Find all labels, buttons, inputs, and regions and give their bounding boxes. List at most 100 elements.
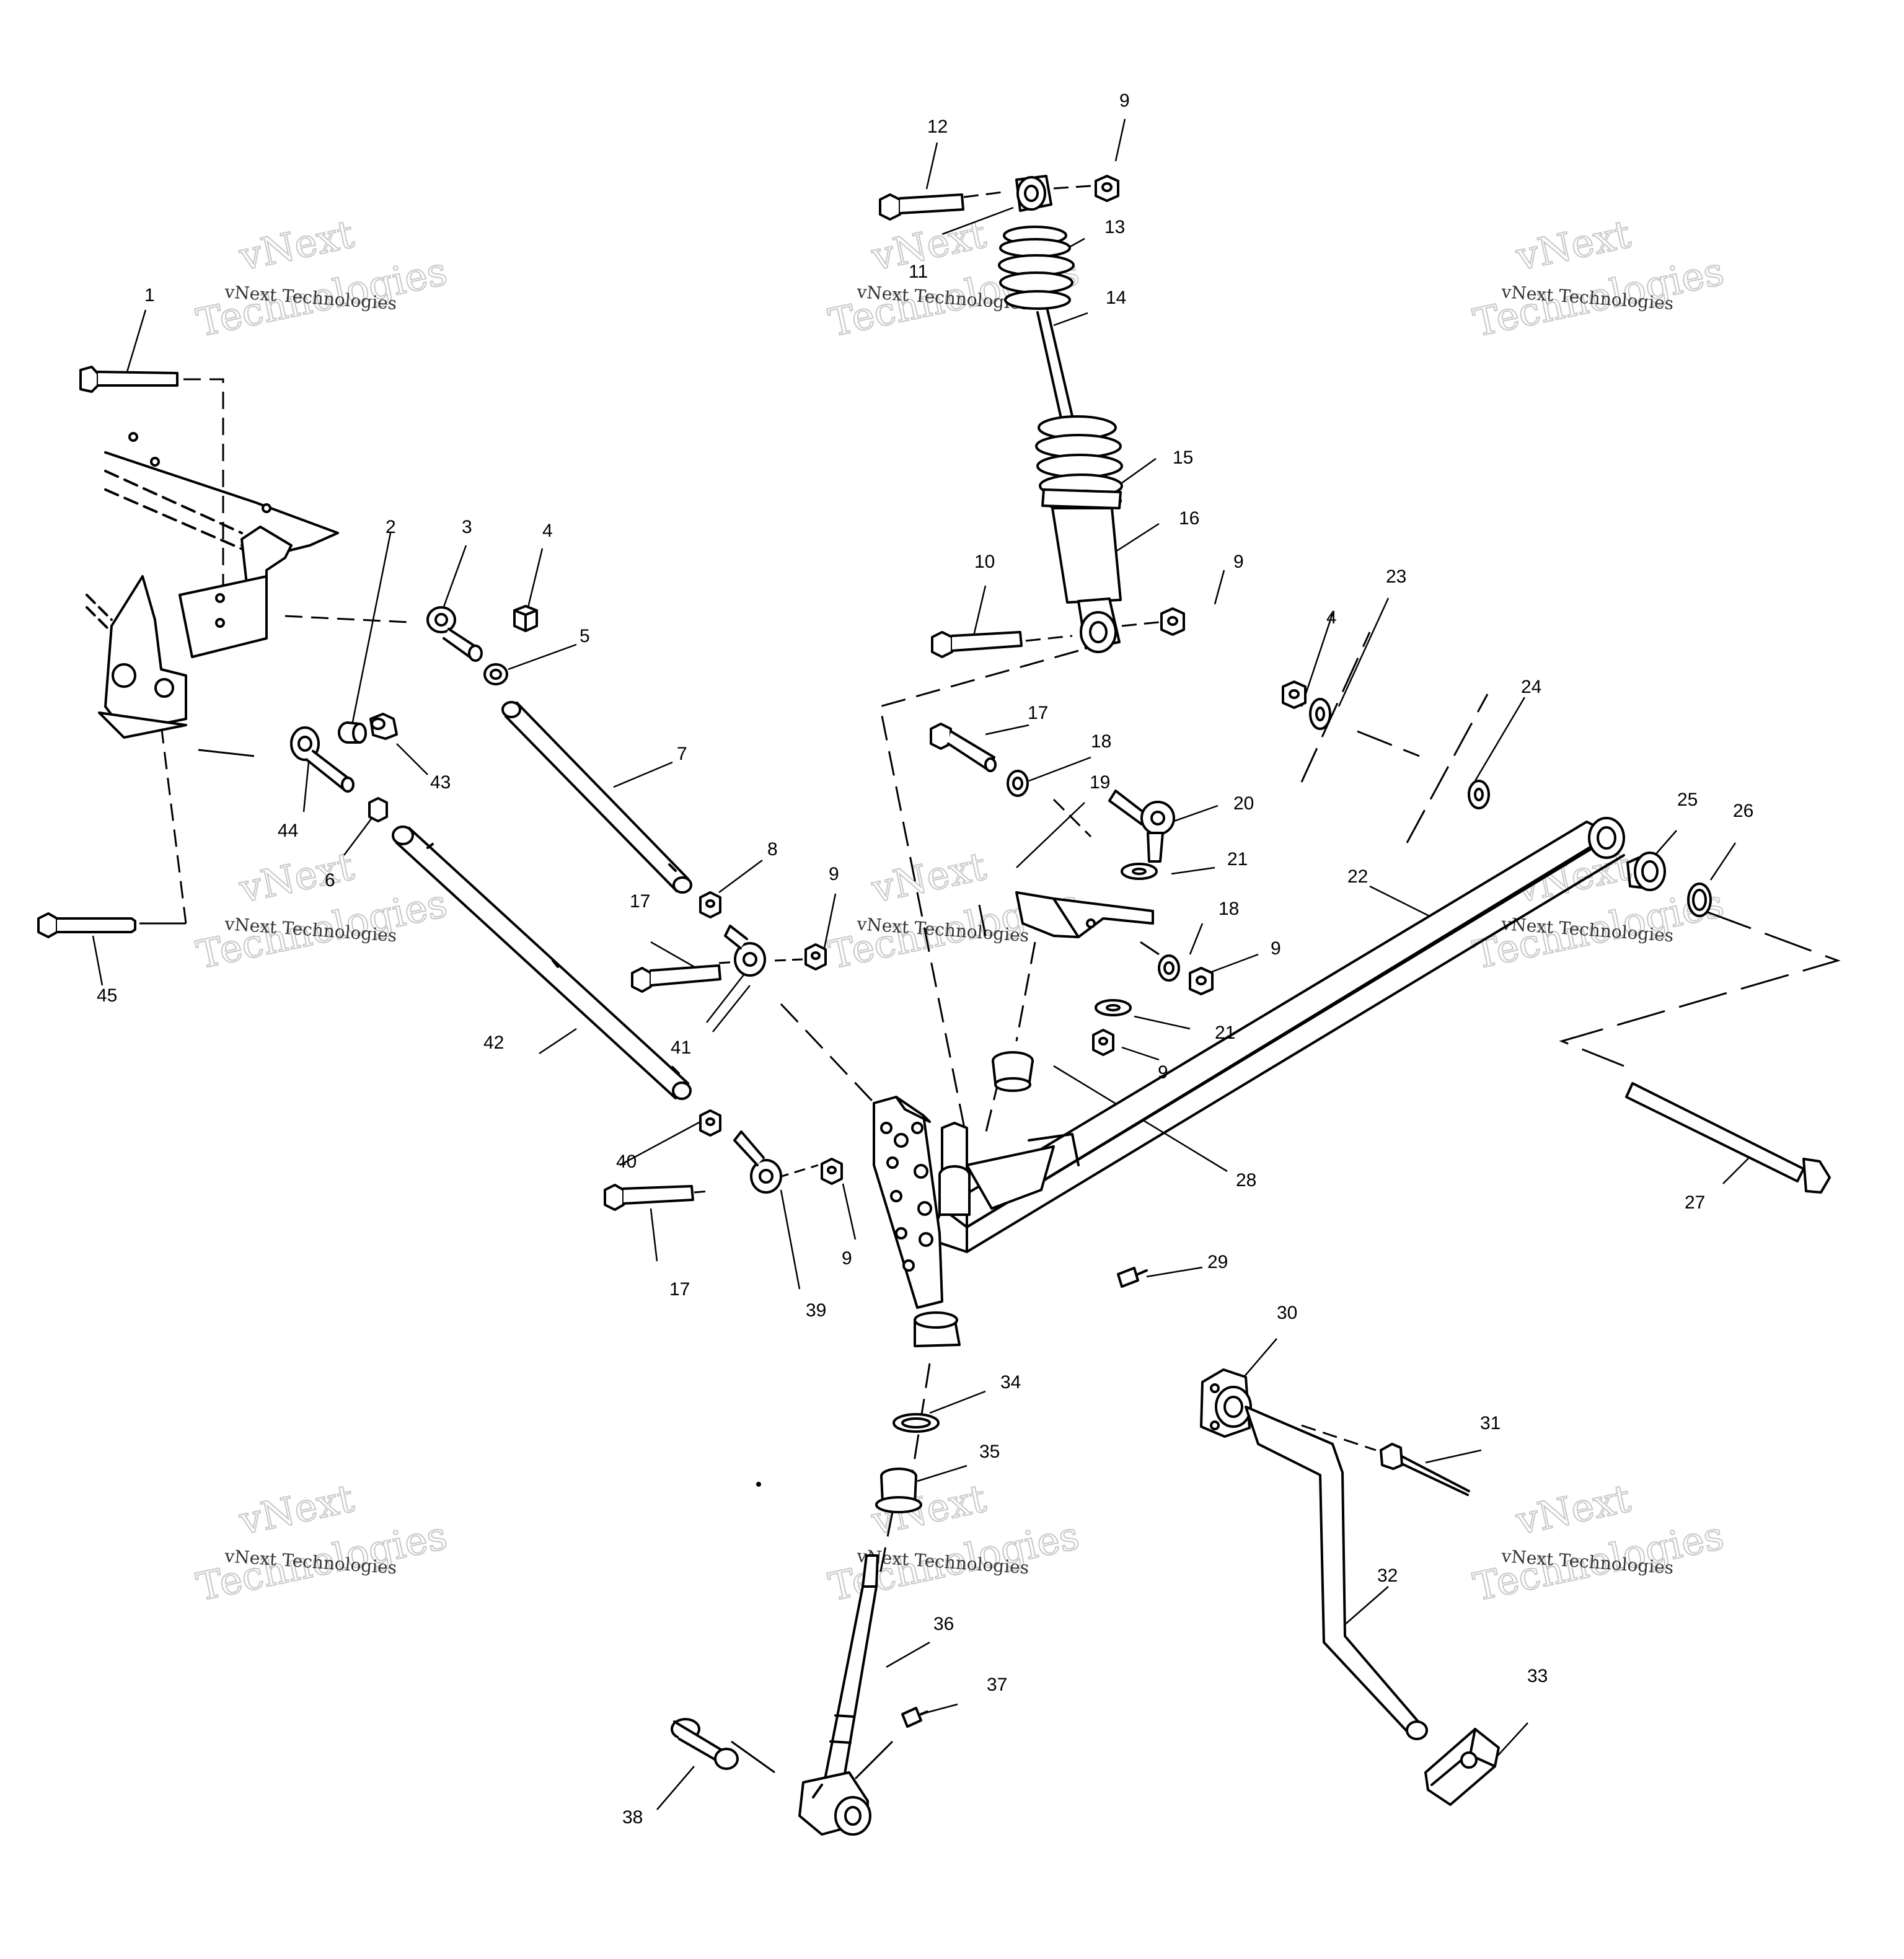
callout-36: 36 (933, 1614, 954, 1634)
watermark-text: vNext (235, 843, 358, 912)
callout-28: 28 (1236, 1170, 1256, 1191)
callout-9-arm: 9 (829, 864, 839, 884)
frame-section-icon (86, 432, 339, 739)
tie-rod-tube-42-icon (392, 825, 692, 1100)
callout-17-mid: 17 (630, 891, 650, 912)
bolt-45-icon (37, 912, 136, 938)
watermark-text: vNext (235, 211, 358, 280)
steering-bracket-30-icon (1200, 1368, 1252, 1438)
callout-26: 26 (1733, 801, 1753, 821)
callout-29: 29 (1207, 1252, 1228, 1272)
callout-27: 27 (1685, 1192, 1705, 1213)
washer-21b-icon (1095, 999, 1132, 1016)
callout-43: 43 (430, 772, 451, 793)
callout-17-low: 17 (669, 1279, 690, 1300)
ring-26-icon (1687, 883, 1712, 917)
watermark-text: vNext (1512, 211, 1634, 280)
callout-44: 44 (278, 821, 298, 841)
washer-23-icon (1309, 698, 1331, 730)
tie-rod-tube-7-icon (501, 701, 692, 894)
rod-end-3-icon (426, 606, 483, 662)
callout-7: 7 (677, 744, 687, 764)
nut-4b-icon (1282, 680, 1307, 709)
callout-6: 6 (325, 870, 335, 891)
watermark-text: vNext (867, 843, 990, 912)
bolt-17b-icon (604, 1184, 694, 1211)
washer-18b-icon (1158, 954, 1180, 982)
callout-labels: 1 2 3 4 5 6 7 8 9 9 9 9 9 9 10 11 12 13 … (97, 90, 1753, 1828)
callout-8: 8 (767, 839, 778, 860)
callout-4-right: 4 (1326, 607, 1337, 628)
bracket-19-icon (1015, 891, 1154, 938)
callout-17-top: 17 (1028, 703, 1048, 723)
bushing-35-icon (875, 1468, 922, 1513)
bolt-12-icon (879, 193, 964, 221)
seal-34-icon (892, 1413, 940, 1433)
callout-3: 3 (462, 517, 472, 537)
callout-45: 45 (97, 985, 117, 1006)
nut-6-icon (368, 797, 388, 822)
callout-25: 25 (1677, 790, 1698, 810)
nut-9d-icon (1160, 607, 1185, 636)
callout-40: 40 (616, 1151, 637, 1172)
nut-4-icon (513, 605, 538, 632)
callout-5: 5 (580, 626, 590, 646)
nut-9a-icon (804, 943, 827, 971)
bushing-28-icon (992, 1051, 1034, 1092)
nut-9c-icon (1095, 175, 1119, 202)
callout-4: 4 (542, 521, 553, 541)
leader-lines (139, 185, 1841, 1780)
callout-9-shock: 9 (1233, 552, 1244, 572)
callout-9-right: 9 (1271, 938, 1281, 959)
callout-pointers (92, 118, 1755, 1810)
callout-42: 42 (483, 1032, 504, 1053)
callout-21-low: 21 (1215, 1023, 1235, 1043)
callout-38: 38 (622, 1807, 643, 1828)
bushing-2-icon (338, 721, 367, 744)
nut-9b-icon (821, 1158, 843, 1185)
callout-9-top: 9 (1119, 90, 1130, 111)
callout-24: 24 (1521, 677, 1541, 697)
callout-31: 31 (1480, 1413, 1501, 1433)
callout-18-top: 18 (1091, 731, 1111, 752)
callout-22: 22 (1347, 866, 1368, 887)
callout-14: 14 (1106, 288, 1126, 308)
pedal-33-icon (1424, 1728, 1500, 1806)
steering-post-36-icon (798, 1554, 879, 1836)
parts (37, 175, 1831, 1836)
watermark-text: vNext (867, 211, 990, 280)
grease-fitting-29-icon (1117, 1267, 1148, 1288)
callout-33: 33 (1527, 1666, 1548, 1686)
nut-40-icon (699, 1109, 721, 1137)
shock-absorber-icon (998, 175, 1123, 653)
callout-1: 1 (144, 285, 155, 306)
pin-31-icon (1380, 1443, 1470, 1496)
callout-39: 39 (806, 1300, 826, 1321)
bolt-17c-icon (930, 723, 997, 772)
watermark-text: vNext (235, 1476, 358, 1544)
washer-18a-icon (1007, 770, 1029, 797)
sleeve-38-icon (671, 1718, 739, 1770)
callout-16: 16 (1179, 508, 1199, 529)
washer-21a-icon (1121, 863, 1158, 880)
callout-32: 32 (1377, 1565, 1398, 1586)
rod-end-41-icon (724, 925, 766, 977)
bolt-10-icon (931, 631, 1023, 658)
bushing-25-icon (1626, 852, 1666, 891)
nut-9f-icon (1092, 1029, 1114, 1056)
callout-19: 19 (1090, 772, 1110, 793)
nut-5-icon (483, 663, 508, 685)
watermark-text: vNext (1512, 1476, 1634, 1544)
callout-21-top: 21 (1227, 849, 1248, 869)
grease-fitting-37-icon (901, 1707, 928, 1728)
callout-15: 15 (1173, 447, 1193, 468)
callout-13: 13 (1104, 217, 1125, 237)
bolt-1-icon (79, 366, 178, 393)
steering-lever-32-icon (1245, 1406, 1428, 1740)
